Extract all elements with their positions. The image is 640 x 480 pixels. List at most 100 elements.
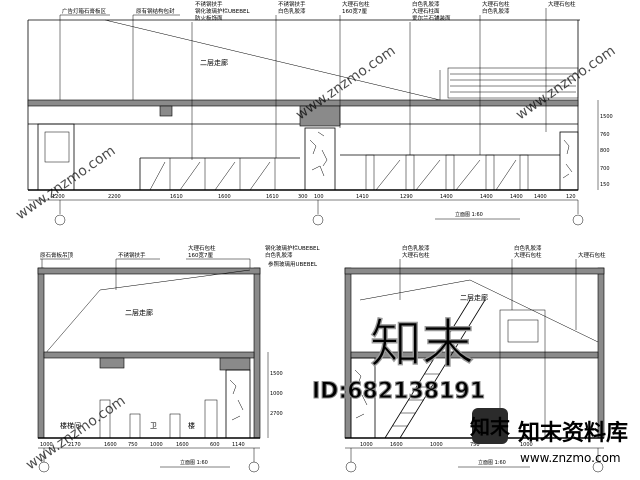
- dimension-text: 1000: [270, 391, 283, 397]
- top-dims-right: 1500 760 800 700 150: [600, 114, 613, 188]
- room-label: 卫: [150, 422, 157, 430]
- dimension-text: 1140: [232, 442, 245, 448]
- axis-bubble: [345, 461, 357, 473]
- room-label: 二层走廊: [200, 58, 228, 67]
- watermark-logo-glyph: 知末: [470, 415, 511, 439]
- note-text: 钢化玻璃护栏UBEBEL: [265, 244, 321, 252]
- marble-column: [304, 127, 336, 191]
- watermark-id: ID:682138191: [312, 379, 485, 404]
- dimension-text: 1400: [510, 194, 523, 200]
- right-dims-bottom: 1000 1600 1000 750 1000: [360, 442, 533, 448]
- note-text: 大理石包柱: [482, 0, 510, 8]
- axis-bubble: [54, 214, 66, 226]
- note-text: 白色乳胶漆: [402, 244, 430, 252]
- note-text: 大理石包柱: [342, 0, 370, 8]
- dimension-text: 1500: [600, 114, 613, 120]
- dimension-text: 1400: [534, 194, 547, 200]
- note-text: 原石膏板吊顶: [40, 251, 74, 259]
- axis-bubble: [592, 461, 604, 473]
- watermark-url: www.znzmo.com: [520, 451, 621, 465]
- dimension-text: 1610: [266, 194, 279, 200]
- dimension-text: 2170: [68, 442, 81, 448]
- dimension-text: 760: [600, 132, 610, 138]
- diagonal-watermark: www.znzmo.com: [13, 143, 118, 223]
- staircase: [384, 299, 486, 439]
- watermark-logo-icon: 知末: [470, 408, 511, 444]
- axis-bubble: [572, 214, 584, 226]
- note-text: 大理石柱面: [412, 7, 440, 15]
- dimension-text: 1500: [270, 371, 283, 377]
- stair-slope-line: [43, 289, 101, 356]
- top-notes: 广告灯箱石膏板区 原有钢结构包封 不锈钢扶手 钢化玻璃护栏UBEBEL 防火板饰…: [59, 0, 576, 160]
- floor-slab: [43, 351, 255, 359]
- note-text: 白色乳胶漆: [412, 0, 440, 8]
- dimension-text: 1600: [390, 442, 403, 448]
- note-text: 钢化玻璃护栏UBEBEL: [195, 7, 251, 15]
- room-label: 二层走廊: [125, 308, 153, 317]
- elevation-title: 立面图 1:60: [478, 459, 506, 466]
- note-text: 不锈钢扶手: [195, 0, 223, 8]
- note-text: 160宽7厘: [342, 7, 367, 15]
- diagonal-watermark: www.znzmo.com: [293, 43, 398, 123]
- note-text: 大理石包柱: [402, 251, 430, 259]
- dimension-text: 750: [470, 442, 480, 448]
- note-text: 参照玻璃用UBEBEL: [268, 260, 318, 268]
- right-notes: 白色乳胶漆 大理石包柱 白色乳胶漆 大理石包柱 大理石包柱: [399, 244, 606, 330]
- dimension-text: 1410: [356, 194, 369, 200]
- ceiling-slope-line: [359, 279, 471, 301]
- left-dims-bottom: 1000 2170 1600 750 1000 1600 600 1140: [40, 442, 245, 448]
- dimension-text: 1000: [40, 442, 53, 448]
- floor-slab: [350, 351, 599, 359]
- dimension-text: 800: [600, 148, 610, 154]
- left-notes: 原石膏板吊顶 不锈钢扶手 大理石包柱 160宽7厘 钢化玻璃护栏UBEBEL 白…: [40, 244, 321, 290]
- dimension-text: 1600: [104, 442, 117, 448]
- dimension-text: 2200: [108, 194, 121, 200]
- dimension-text: 100: [314, 194, 324, 200]
- note-text: 白色乳胶漆: [278, 7, 306, 15]
- room-label: 楼: [188, 421, 195, 430]
- dimension-text: 1600: [176, 442, 189, 448]
- elevation-title: 立面图 1:60: [180, 459, 208, 466]
- note-text: 大理石包柱: [578, 251, 606, 259]
- axis-bubble: [312, 214, 324, 226]
- note-text: 大理石包柱: [188, 244, 216, 252]
- note-text: 大理石包柱: [548, 0, 576, 8]
- dimension-text: 2700: [270, 411, 283, 417]
- dimension-text: 300: [298, 194, 308, 200]
- note-text: 防火板饰面: [195, 14, 223, 22]
- note-text: 广告灯箱石膏板区: [62, 7, 107, 15]
- axis-bubble: [38, 461, 50, 473]
- dimension-text: 750: [128, 442, 138, 448]
- room-label: 楼梯间: [60, 421, 81, 430]
- top-dims-bottom: 1200 2200 1610 1600 1610 300 100 1410 12…: [52, 194, 576, 200]
- dimension-text: 150: [600, 182, 610, 188]
- dimension-text: 1400: [440, 194, 453, 200]
- marble-column: [225, 369, 251, 439]
- dimension-text: 1610: [170, 194, 183, 200]
- note-text: 爱尔兰石铺装面: [412, 14, 451, 22]
- diagonal-watermark: www.znzmo.com: [513, 43, 618, 123]
- watermark-logo: 知末: [370, 315, 474, 375]
- ceiling-slope-line: [104, 19, 441, 101]
- dimension-text: 1200: [52, 194, 65, 200]
- note-text: 白色乳胶漆: [265, 251, 293, 259]
- dimension-text: 600: [210, 442, 220, 448]
- note-text: 不锈钢扶手: [118, 251, 146, 259]
- dimension-text: 120: [566, 194, 576, 200]
- dimension-text: 1000: [150, 442, 163, 448]
- dimension-text: 1290: [400, 194, 413, 200]
- note-text: 白色乳胶漆: [482, 7, 510, 15]
- dimension-text: 700: [600, 166, 610, 172]
- right-elevation: 二层走廊 白色乳胶漆 大理石包柱 白色乳胶漆 大理石包柱 大理石包柱 1000 …: [344, 244, 606, 473]
- left-dims-right: 1500 1000 2700: [270, 371, 283, 417]
- note-text: 原有钢结构包封: [136, 7, 175, 15]
- watermark-site-name: 知末资料库: [518, 420, 628, 446]
- left-elevation: 二层走廊 楼梯间 卫 楼 原石膏板吊顶 不锈钢扶手 大理石包柱 160宽7厘 钢…: [37, 244, 321, 473]
- dimension-text: 1000: [360, 442, 373, 448]
- note-text: 大理石包柱: [514, 251, 542, 259]
- note-text: 160宽7厘: [188, 251, 213, 259]
- dimension-text: 1000: [520, 442, 533, 448]
- dimension-text: 1400: [480, 194, 493, 200]
- note-text: 不锈钢扶手: [278, 0, 306, 8]
